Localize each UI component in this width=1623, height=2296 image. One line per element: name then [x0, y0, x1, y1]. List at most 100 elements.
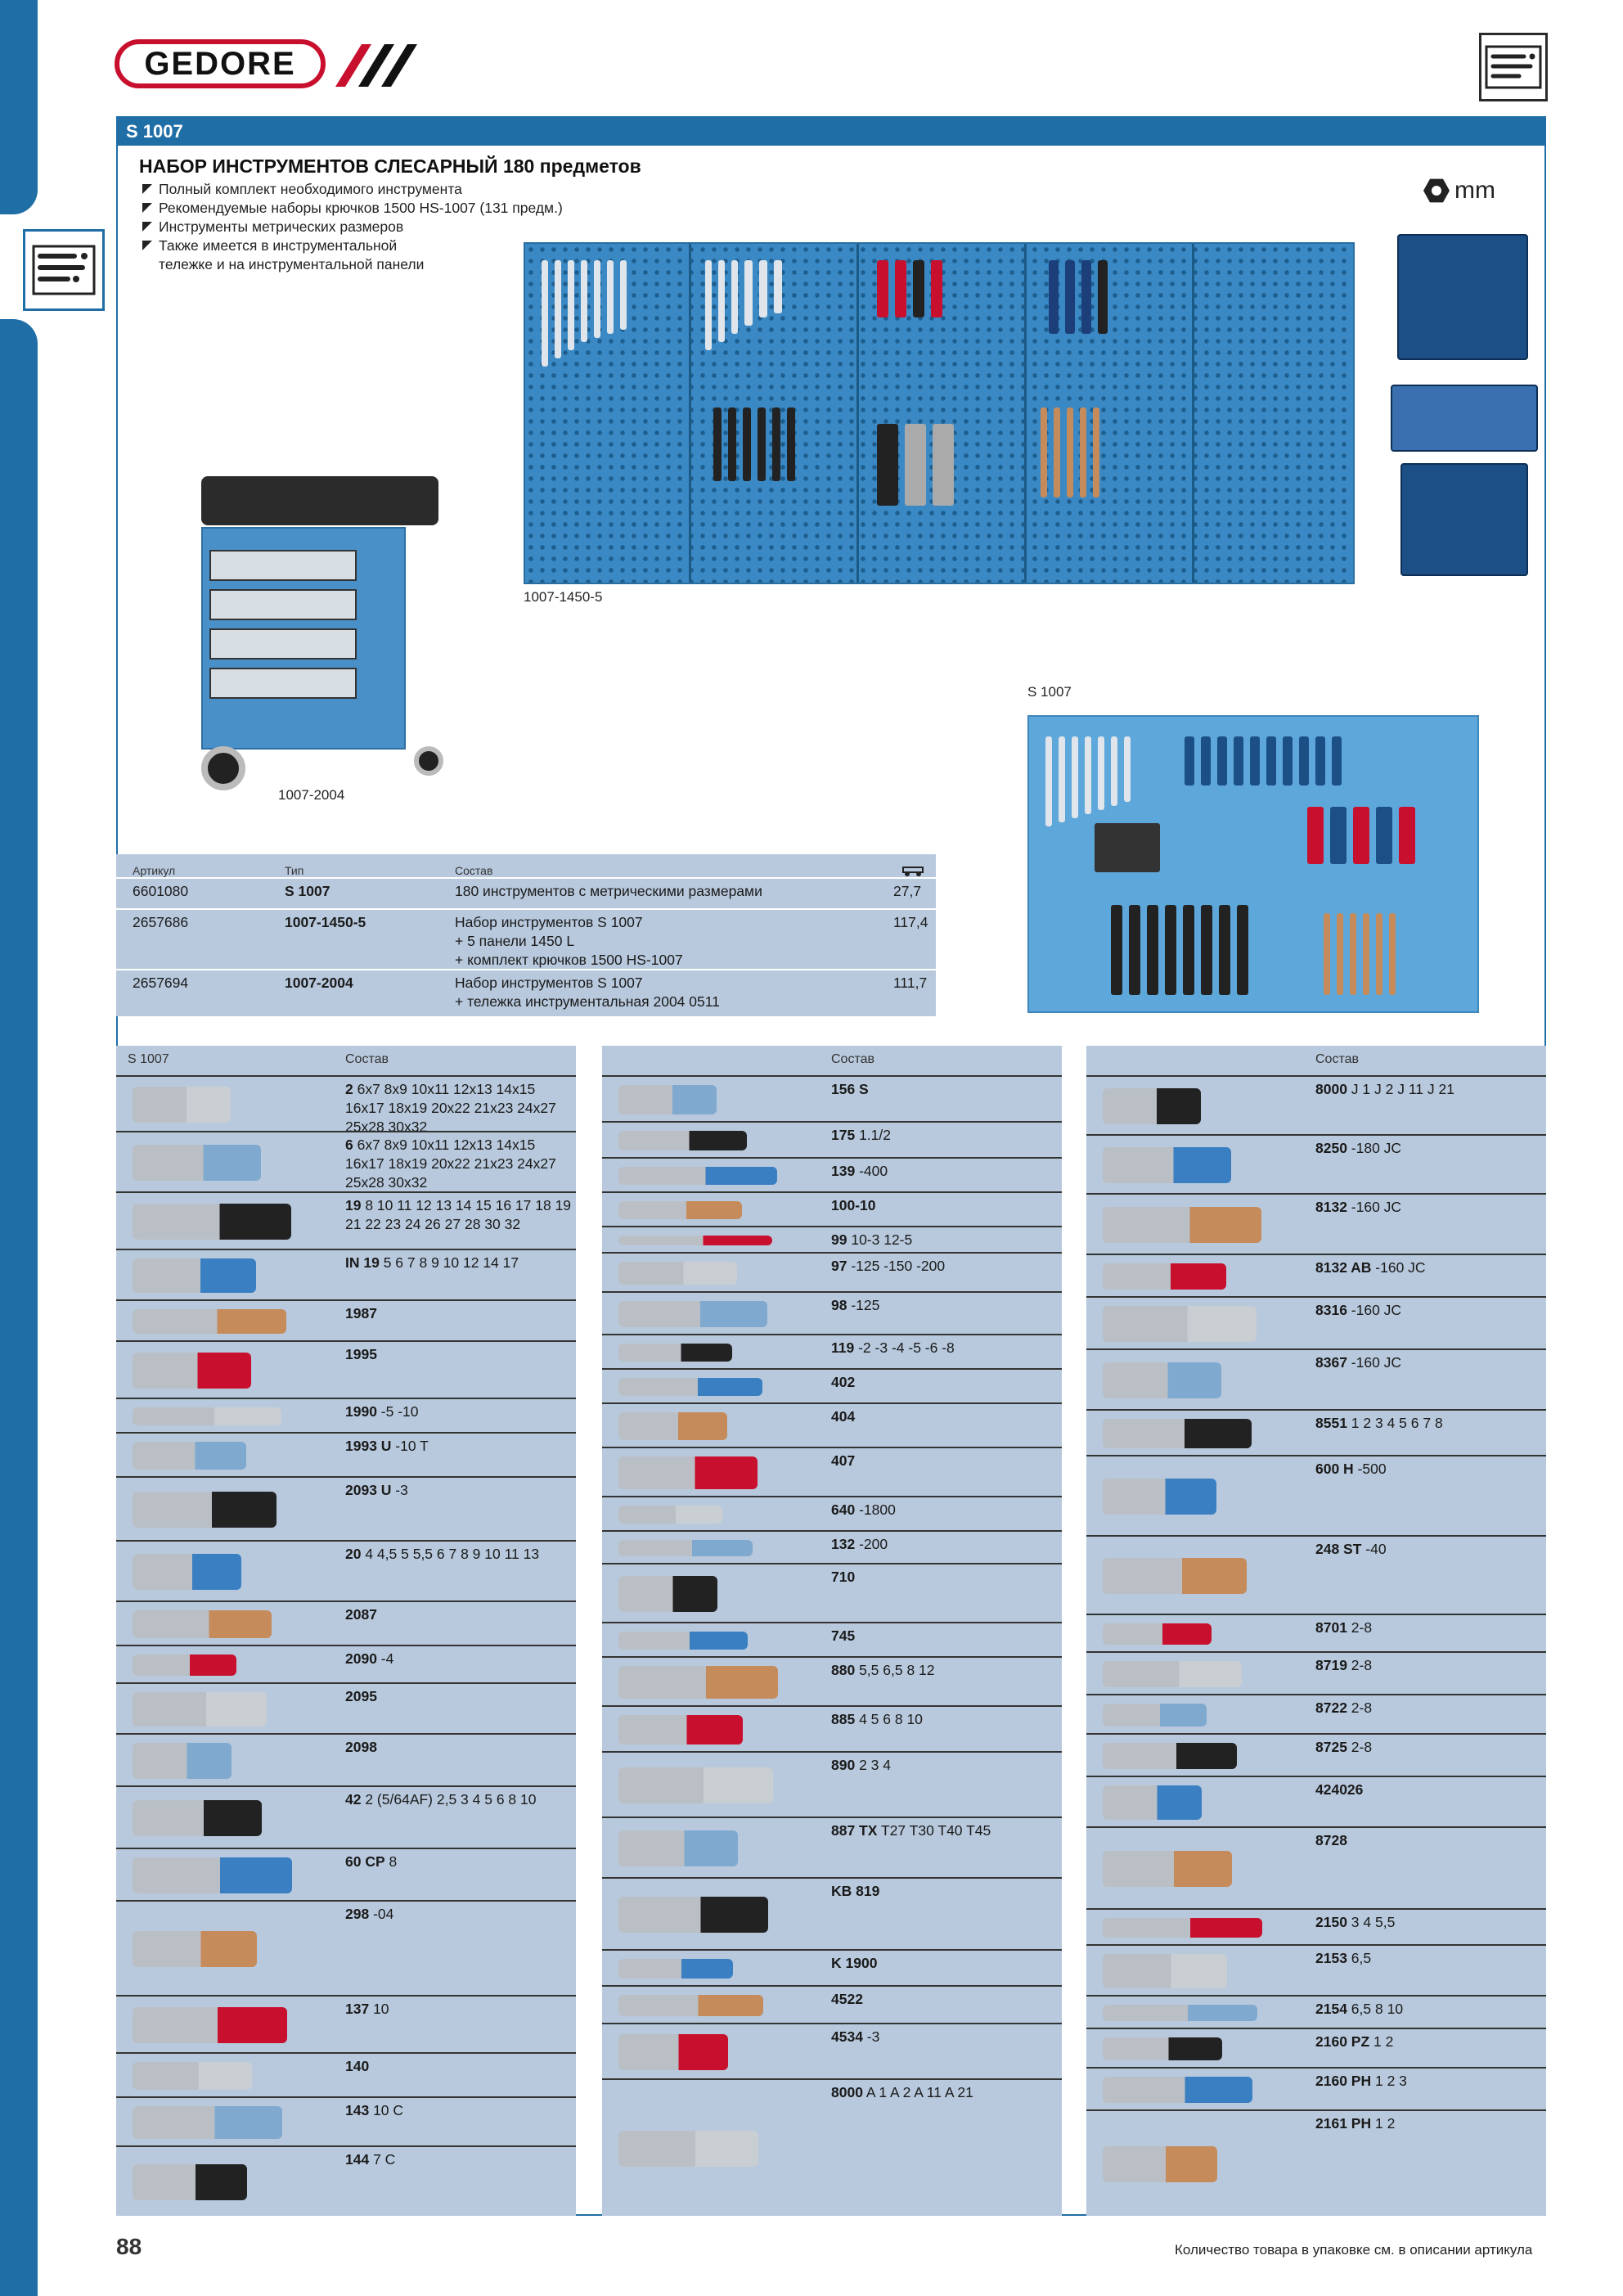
tool-image [618, 2131, 758, 2167]
item-spec: 402 [831, 1373, 1060, 1392]
tool-image [1103, 2037, 1222, 2060]
list-item: 2087 [116, 1600, 576, 1645]
footer-note: Количество товара в упаковке см. в описа… [1175, 2242, 1533, 2258]
tool-image [618, 1540, 753, 1556]
item-code: 132 [831, 1536, 856, 1552]
item-sizes: -125 [847, 1297, 880, 1313]
item-code: 2150 [1315, 1914, 1347, 1930]
item-spec: 880 5,5 6,5 8 12 [831, 1661, 1060, 1680]
list-item: 1995 [116, 1340, 576, 1398]
item-code: 144 [345, 2151, 370, 2168]
list-item: 402 [602, 1368, 1062, 1402]
list-item: 2090 -4 [116, 1645, 576, 1682]
item-spec: 8719 2-8 [1315, 1656, 1544, 1675]
tool-image [133, 2164, 247, 2200]
item-spec: 248 ST -40 [1315, 1540, 1544, 1559]
tool-image [1103, 1207, 1261, 1243]
item-code: 119 [831, 1339, 855, 1356]
item-spec: 4522 [831, 1990, 1060, 2009]
item-spec: 8000 A 1 A 2 A 11 A 21 [831, 2083, 1060, 2102]
item-code: 8132 AB [1315, 1259, 1372, 1276]
item-spec: 6 6x7 8x9 10x11 12x13 14x15 16x17 18x19 … [345, 1136, 574, 1192]
item-spec: 8132 -160 JC [1315, 1198, 1544, 1217]
weight-cell: 111,7 [893, 975, 928, 991]
column-header: Состав [345, 1052, 389, 1066]
item-code: 8725 [1315, 1739, 1347, 1755]
tool-image [618, 1456, 758, 1489]
item-spec: 2161 PH 1 2 [1315, 2114, 1544, 2133]
tool-image [133, 1407, 281, 1425]
hex-nut-icon [1423, 178, 1450, 203]
item-sizes: -2 -3 -4 -5 -6 -8 [854, 1339, 955, 1356]
list-item: 140 [116, 2052, 576, 2096]
item-code: 2160 PZ [1315, 2033, 1370, 2050]
item-spec: IN 19 5 6 7 8 9 10 12 14 17 [345, 1254, 574, 1272]
list-item: 97 -125 -150 -200 [602, 1252, 1062, 1291]
list-item: 1990 -5 -10 [116, 1398, 576, 1432]
item-spec: 8722 2-8 [1315, 1699, 1544, 1717]
item-spec: 144 7 C [345, 2150, 574, 2169]
item-sizes: -500 [1353, 1461, 1387, 1477]
tool-image [618, 2034, 728, 2070]
page-title: НАБОР ИНСТРУМЕНТОВ СЛЕСАРНЫЙ 180 предмет… [139, 155, 641, 177]
tool-trolley-image [193, 476, 463, 804]
unit-label: mm [1454, 177, 1495, 204]
item-code: 2160 PH [1315, 2073, 1372, 2089]
tool-image [133, 1800, 262, 1836]
item-spec: 8316 -160 JC [1315, 1301, 1544, 1320]
item-spec: 99 10-3 12-5 [831, 1231, 1060, 1249]
tool-image [133, 1204, 291, 1240]
list-item: 137 10 [116, 1995, 576, 2052]
type-cell: S 1007 [285, 883, 330, 899]
tool-image [1103, 2005, 1257, 2021]
list-item: 4522 [602, 1985, 1062, 2023]
list-item: 640 -1800 [602, 1496, 1062, 1530]
toolset-icon [23, 229, 105, 311]
item-code: 8551 [1315, 1415, 1347, 1431]
item-code: 8728 [1315, 1832, 1347, 1848]
list-item: 139 -400 [602, 1157, 1062, 1191]
list-item: 8722 2-8 [1086, 1694, 1546, 1733]
item-spec: 139 -400 [831, 1162, 1060, 1181]
item-spec: 890 2 3 4 [831, 1756, 1060, 1775]
list-item: 8719 2-8 [1086, 1651, 1546, 1694]
item-sizes: 2 (5/64AF) 2,5 3 4 5 6 8 10 [361, 1791, 537, 1808]
item-spec: 8701 2-8 [1315, 1618, 1544, 1637]
tool-image [618, 1632, 748, 1650]
feature-item: тележке и на инструментальной панели [159, 256, 425, 272]
item-spec: 137 10 [345, 2000, 574, 2019]
item-sizes: T27 T30 T40 T45 [877, 1822, 991, 1839]
list-item: 8367 -160 JC [1086, 1348, 1546, 1409]
article-cell: 2657686 [133, 914, 189, 930]
tool-image [618, 1301, 767, 1327]
item-sizes: 2-8 [1347, 1619, 1373, 1636]
list-item: 156 S [602, 1075, 1062, 1121]
item-code: 880 [831, 1662, 856, 1678]
item-code: 2090 [345, 1650, 377, 1667]
list-item: 887 TX T27 T30 T40 T45 [602, 1817, 1062, 1877]
item-code: 710 [831, 1569, 856, 1585]
tool-image [1103, 1263, 1226, 1290]
list-item: 424026 [1086, 1776, 1546, 1826]
tool-image [133, 2007, 287, 2043]
tool-image [1103, 1479, 1216, 1515]
item-spec: 2 6x7 8x9 10x11 12x13 14x15 16x17 18x19 … [345, 1080, 574, 1137]
type-cell: 1007-2004 [285, 975, 353, 991]
item-code: 100-10 [831, 1197, 876, 1213]
item-sizes: -400 [855, 1163, 888, 1179]
tool-image [133, 1692, 267, 1727]
list-item: 710 [602, 1563, 1062, 1622]
toolset-icon [1479, 33, 1548, 101]
list-item: 8000 A 1 A 2 A 11 A 21 [602, 2078, 1062, 2216]
item-code: 2093 U [345, 1482, 392, 1498]
list-item: 404 [602, 1402, 1062, 1447]
content-cell: + тележка инструментальная 2004 0511 [455, 993, 720, 1010]
content-cell: Набор инструментов S 1007 [455, 914, 643, 930]
list-item: 298 -04 [116, 1900, 576, 1995]
item-spec: 2090 -4 [345, 1650, 574, 1668]
list-item: 8701 2-8 [1086, 1614, 1546, 1651]
item-code: 4522 [831, 1991, 863, 2007]
item-sizes: -160 JC [1347, 1354, 1402, 1371]
item-spec: 407 [831, 1452, 1060, 1470]
